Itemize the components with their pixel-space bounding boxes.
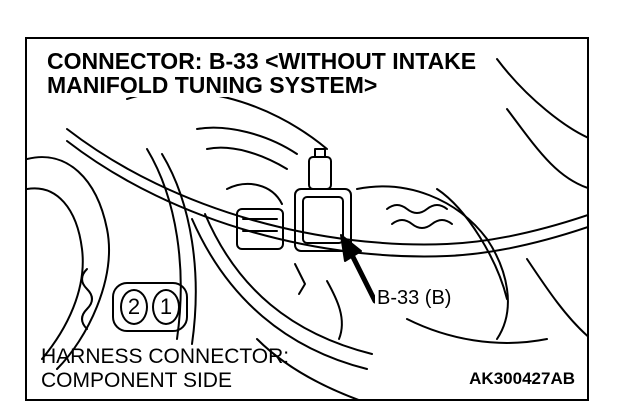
diagram-frame: CONNECTOR: B-33 <WITHOUT INTAKE MANIFOLD… [25,37,589,401]
adjacent-connector [236,208,284,250]
callout-arrow-head [340,234,362,262]
connector-callout-label: B-33 (B) [375,287,454,310]
harness-connector-housing [112,282,188,332]
pin-2: 2 [120,289,148,325]
pin-1: 1 [152,289,180,325]
hose-left [27,156,110,370]
figure-code: AK300427AB [469,369,575,388]
tube-upper [196,126,298,155]
callout-arrow-line [346,246,378,304]
engine-illustration [27,58,587,399]
harness-connector-caption: HARNESS CONNECTOR: COMPONENT SIDE [41,345,289,393]
title-line-2: MANIFOLD TUNING SYSTEM> [47,72,378,98]
diagram-title: CONNECTOR: B-33 <WITHOUT INTAKE MANIFOLD… [45,48,481,98]
title-line-1: CONNECTOR: B-33 <WITHOUT INTAKE [47,48,477,74]
tube-diagonal [66,128,587,246]
harness-line-1: HARNESS CONNECTOR: [41,345,290,368]
harness-line-2: COMPONENT SIDE [41,369,232,392]
